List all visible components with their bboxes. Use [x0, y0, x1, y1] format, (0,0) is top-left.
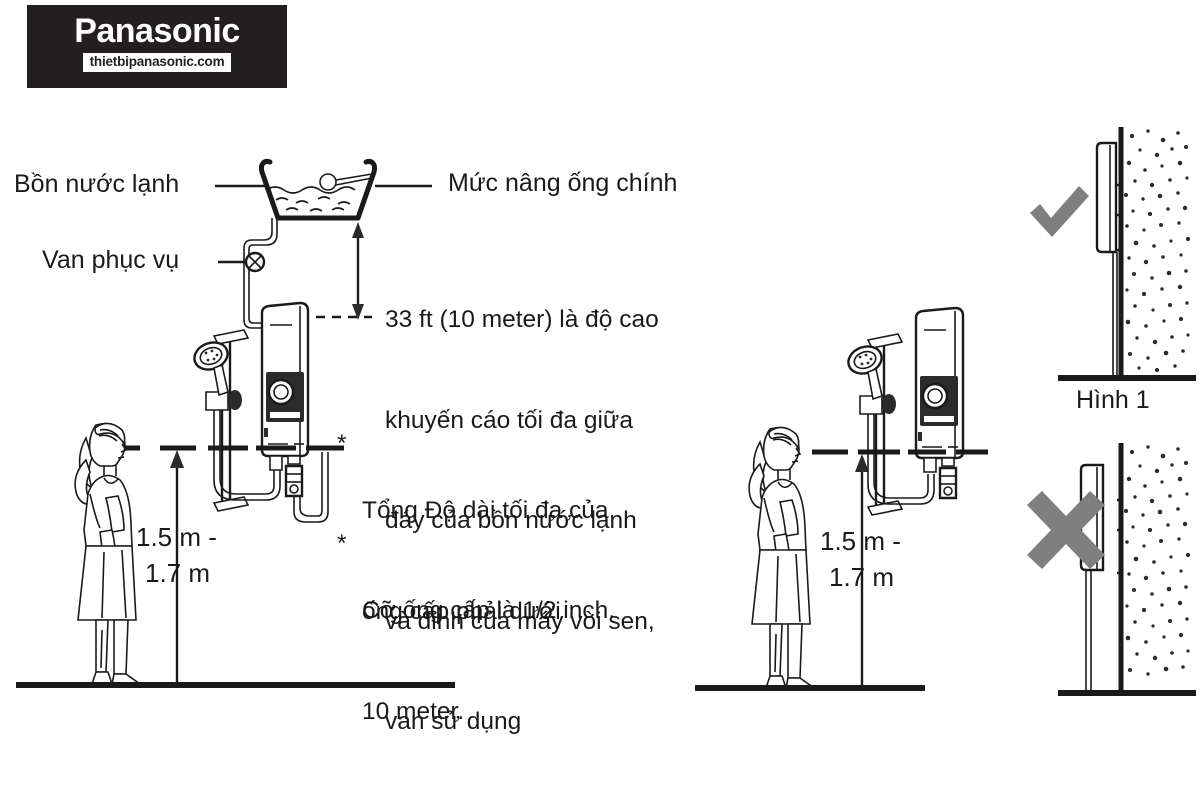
label-cold-water-tank: Bồn nước lạnh — [14, 170, 180, 198]
logo-wordmark: Panasonic — [74, 12, 240, 50]
logo-website-url: thietbipanasonic.com — [82, 53, 232, 72]
water-heater-unit-right — [914, 306, 965, 460]
label-service-valve: Van phục vụ — [42, 246, 180, 274]
inlet-valve-fitting-right — [938, 466, 958, 500]
note-1-line-1: Tổng Độ dài tối đa của — [362, 497, 609, 524]
inlet-valve-fitting — [284, 464, 304, 498]
arrow-head-up — [352, 222, 364, 238]
cross-mark-icon — [1027, 491, 1105, 569]
heater-side-view-fig2 — [1079, 463, 1105, 572]
note-2: Cỡ ống cấp là 1/2 inch. — [362, 527, 615, 695]
cold-water-tank-icon — [259, 159, 377, 221]
description-line-4: và đỉnh của máy vòi sen, — [385, 607, 655, 635]
outlet-fittings-left — [269, 452, 329, 523]
dimension-label-left-line-2: 1.7 m — [145, 558, 211, 588]
float-ball-icon — [319, 173, 337, 191]
heater-side-view-fig1 — [1095, 141, 1118, 254]
description-line-5: van sử dụng — [385, 708, 522, 735]
dimension-label-left-line-1: 1.5 m - — [136, 522, 217, 552]
description-line-3: đáy của bồn nước lạnh — [385, 507, 637, 534]
note-1-line-3: 10 meter. — [362, 698, 465, 725]
dimension-label-right-line-2: 1.7 m — [829, 562, 895, 592]
height-dimension-arrow — [352, 222, 364, 320]
description-line-2: khuyến cáo tối đa giữa — [385, 406, 633, 434]
water-heater-unit-left — [260, 301, 310, 458]
description-paragraph: 33 ft (10 meter) là độ cao khuyến cáo tố… — [385, 236, 659, 800]
note-2-line-1: Cỡ ống cấp là 1/2 inch. — [362, 597, 616, 624]
control-panel-right — [920, 376, 958, 426]
figure-incorrect-panel — [1027, 443, 1196, 696]
supply-pipe-left — [243, 218, 278, 329]
figure-1-correct-panel — [1030, 127, 1196, 381]
arrow-head-up-left — [170, 450, 184, 468]
wall-hatch-fig1 — [1124, 129, 1191, 373]
outlet-fittings-right — [923, 457, 958, 500]
shower-head-icon — [193, 341, 229, 371]
control-panel — [266, 372, 304, 422]
indicator-strip — [270, 412, 300, 418]
shower-holder — [228, 390, 242, 410]
person-figure-left — [74, 422, 143, 685]
panasonic-logo: Panasonic thietbipanasonic.com — [27, 5, 287, 88]
description-line-1: 33 ft (10 meter) là độ cao — [385, 306, 659, 333]
dimension-label-right-line-1: 1.5 m - — [820, 526, 901, 556]
label-main-pipe-lift-level: Mức nâng ống chính — [448, 169, 678, 197]
note-1-line-2: ống cấp phải dưới — [362, 597, 561, 625]
figure-1-caption: Hình 1 — [1076, 386, 1150, 414]
note-1-marker: * — [337, 430, 347, 457]
note-1: Tổng Độ dài tối đa của ống cấp phải dưới… — [362, 427, 609, 796]
arrow-head-down — [352, 304, 364, 320]
check-mark-icon — [1030, 186, 1089, 237]
arrow-head-up-right — [855, 454, 869, 472]
shower-assembly-left — [193, 329, 281, 512]
shower-head-icon-right — [847, 345, 883, 375]
person-figure-right — [748, 426, 817, 689]
service-valve-icon — [244, 251, 266, 273]
control-dial — [267, 378, 295, 406]
wall-hatch-fig2 — [1124, 445, 1191, 676]
control-dial-right — [921, 382, 949, 410]
note-2-marker: * — [337, 530, 347, 557]
shower-assembly-right — [847, 333, 935, 516]
